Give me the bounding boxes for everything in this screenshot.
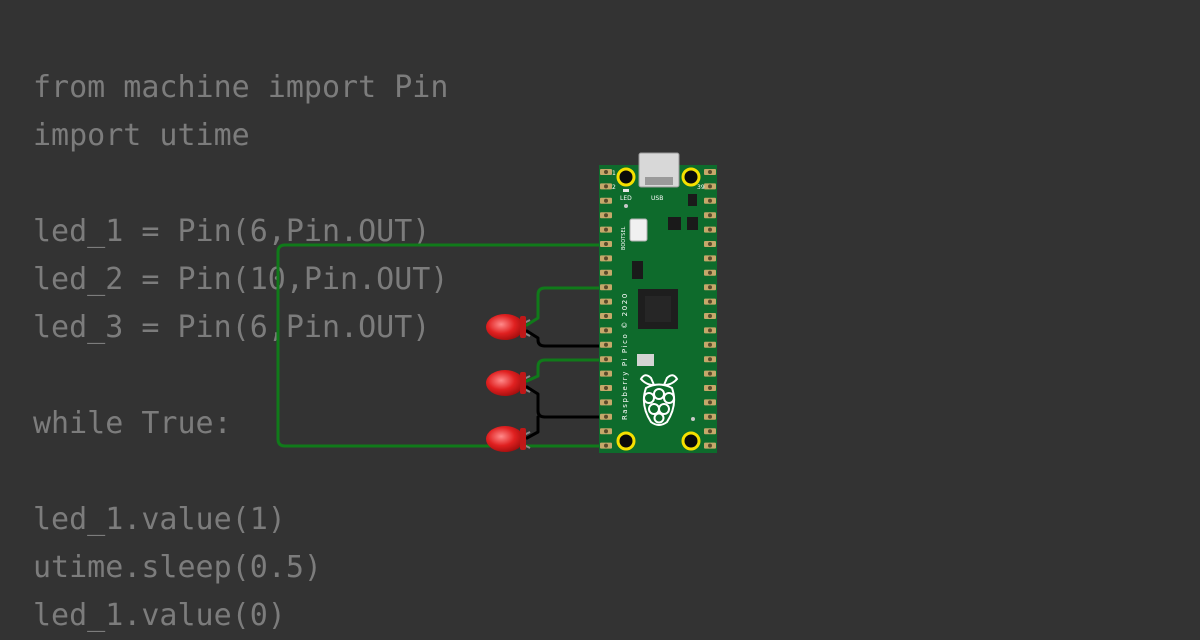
left-header-pins[interactable]	[600, 169, 612, 449]
right-pin-hole	[708, 429, 712, 434]
led-1[interactable]	[486, 314, 531, 340]
wire-led-1-anode[interactable]	[525, 286, 612, 327]
code-line-8: while True:	[33, 406, 232, 441]
right-pin-hole	[708, 285, 712, 290]
right-pin-hole	[708, 371, 712, 376]
pin-1-label: 1	[612, 170, 616, 177]
left-pin-hole	[604, 328, 608, 333]
code-line-1: from machine import Pin	[33, 70, 449, 105]
right-pin-hole	[708, 184, 712, 189]
left-pin-hole	[604, 299, 608, 304]
right-pin-hole	[708, 242, 712, 246]
led-label: LED	[620, 195, 632, 202]
wire-led-3-cathode[interactable]	[525, 415, 540, 440]
mount-hole-bottom-left	[616, 431, 636, 451]
right-pin-hole	[708, 213, 712, 218]
right-pin-hole	[708, 227, 712, 232]
wire-led-2-cathode[interactable]	[525, 385, 612, 419]
right-pin-hole	[708, 443, 712, 448]
right-pin-hole	[708, 386, 712, 390]
code-line-4: led_1 = Pin(6,Pin.OUT)	[33, 214, 431, 249]
code-line-12: led_1.value(0)	[33, 598, 286, 633]
code-line-10: led_1.value(1)	[33, 502, 286, 537]
left-pin-hole	[604, 429, 608, 434]
mount-hole-top-right	[681, 167, 701, 187]
led-2[interactable]	[486, 370, 531, 396]
left-pin-hole	[604, 371, 608, 376]
left-pin-hole	[604, 342, 608, 347]
code-line-11: utime.sleep(0.5)	[33, 550, 322, 585]
led-3[interactable]	[486, 426, 531, 452]
pin-2-label: 2	[612, 184, 616, 191]
wires	[276, 243, 612, 448]
left-pin-hole	[604, 357, 608, 362]
right-pin-hole	[708, 198, 712, 203]
left-pin-hole	[604, 443, 608, 448]
code-line-2: import utime	[33, 118, 250, 153]
left-pin-hole	[604, 198, 608, 203]
onboard-led	[623, 189, 629, 192]
right-pin-hole	[708, 414, 712, 419]
code-line-5: led_2 = Pin(10,Pin.OUT)	[33, 262, 449, 297]
right-pin-hole	[708, 342, 712, 347]
left-pin-hole	[604, 386, 608, 390]
left-pin-hole	[604, 256, 608, 261]
right-pin-hole	[708, 270, 712, 275]
right-pin-hole	[708, 170, 712, 174]
led-1-bulb	[486, 314, 524, 340]
right-pin-hole	[708, 357, 712, 362]
right-pin-hole	[708, 314, 712, 318]
code-editor[interactable]: from machine import Pin import utime led_1…	[33, 64, 448, 640]
board-model-label: Raspberry Pi Pico © 2020	[621, 292, 629, 420]
usb-label: USB	[651, 195, 663, 202]
right-pin-hole	[708, 400, 712, 405]
pin-39-label: 39	[697, 184, 705, 191]
mount-hole-bottom-right	[681, 431, 701, 451]
left-pin-hole	[604, 270, 608, 275]
bootsel-label: BOOTSEL	[621, 226, 627, 250]
right-pin-hole	[708, 328, 712, 333]
left-pin-hole	[604, 414, 608, 419]
left-pin-hole	[604, 213, 608, 218]
pico-board[interactable]: 1 2 39 LED USB BOOTSEL Raspberry Pi Pico…	[599, 152, 717, 453]
wire-led-1-cathode[interactable]	[525, 329, 612, 348]
left-pin-hole	[604, 314, 608, 318]
wire-loop-signal[interactable]	[276, 243, 612, 448]
right-pin-hole	[708, 299, 712, 304]
left-pin-hole	[604, 285, 608, 290]
led-2-bulb	[486, 370, 524, 396]
right-pin-hole	[708, 256, 712, 261]
left-pin-hole	[604, 227, 608, 232]
bootsel-button[interactable]	[629, 218, 648, 242]
right-header-pins[interactable]	[704, 169, 716, 449]
left-pin-hole	[604, 400, 608, 405]
led-3-bulb	[486, 426, 524, 452]
wire-led-2-anode[interactable]	[525, 358, 612, 383]
mount-hole-top-left	[616, 167, 636, 187]
raspberry-logo-icon	[639, 374, 679, 426]
code-line-6: led_3 = Pin(6,Pin.OUT)	[33, 310, 431, 345]
left-pin-hole	[604, 184, 608, 189]
left-pin-hole	[604, 170, 608, 174]
left-pin-hole	[604, 242, 608, 246]
